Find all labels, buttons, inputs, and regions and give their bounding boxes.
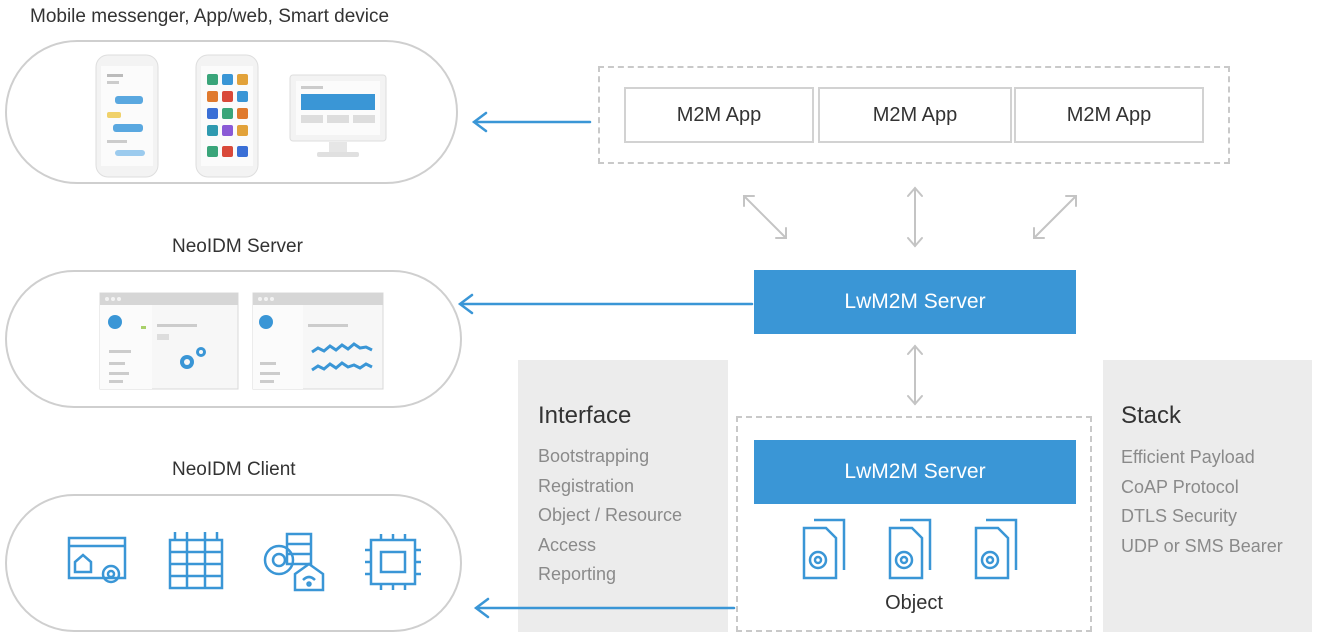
interface-item: Object / Resource	[538, 505, 683, 525]
object-document-icon-3	[974, 518, 1018, 580]
double-arrow-right-diagonal	[1033, 195, 1077, 239]
phone-chat-icon	[95, 54, 159, 178]
server-dashboard-settings-icon	[99, 292, 239, 390]
m2m-app-group-box	[598, 66, 1230, 164]
interface-item: Access	[538, 534, 597, 555]
stack-item: UDP or SMS Bearer	[1121, 535, 1283, 556]
server-rack-icon	[168, 532, 224, 590]
smart-home-settings-icon	[67, 536, 127, 584]
double-arrow-server-to-client	[907, 344, 923, 406]
network-device-icon	[263, 532, 325, 592]
interface-item: Registration	[538, 475, 635, 496]
lwm2m-server-top-box: LwM2M Server	[754, 270, 1076, 334]
lwm2m-server-bottom-box: LwM2M Server	[754, 440, 1076, 504]
neoidm-client-pill	[5, 494, 462, 632]
chip-icon	[365, 534, 421, 590]
arrow-to-server	[457, 293, 754, 315]
object-label: Object	[885, 592, 943, 614]
neoidm-server-pill	[5, 270, 462, 408]
stack-list: Efficient Payload CoAP Protocol DTLS Sec…	[1121, 443, 1283, 561]
stack-item: Efficient Payload	[1121, 447, 1255, 467]
double-arrow-center	[907, 186, 923, 248]
mobile-devices-pill	[5, 40, 458, 184]
server-group-label: NeoIDM Server	[172, 236, 303, 257]
stack-item: CoAP Protocol	[1121, 476, 1239, 497]
interface-list: Bootstrapping Registration Object / Reso…	[538, 442, 682, 590]
stack-item: DTLS Security	[1121, 506, 1238, 526]
double-arrow-left-diagonal	[743, 195, 787, 239]
phone-apps-icon	[195, 54, 259, 178]
monitor-icon	[289, 74, 387, 157]
object-document-icon-1	[802, 518, 846, 580]
stack-title: Stack	[1121, 402, 1182, 429]
interface-panel: Interface Bootstrapping Registration Obj…	[518, 360, 728, 632]
interface-title: Interface	[538, 402, 632, 429]
server-dashboard-charts-icon	[252, 292, 384, 390]
stack-panel: Stack Efficient Payload CoAP Protocol DT…	[1103, 360, 1312, 632]
object-document-icon-2	[888, 518, 932, 580]
m2m-app-box-2: M2M App	[818, 87, 1012, 143]
mobile-group-label: Mobile messenger, App/web, Smart device	[30, 6, 390, 27]
interface-item: Bootstrapping	[538, 446, 650, 466]
interface-item: Reporting	[538, 564, 617, 584]
m2m-app-box-1: M2M App	[624, 87, 814, 143]
arrow-to-mobile	[471, 111, 592, 133]
client-group-label: NeoIDM Client	[172, 459, 296, 480]
m2m-app-box-3: M2M App	[1014, 87, 1204, 143]
